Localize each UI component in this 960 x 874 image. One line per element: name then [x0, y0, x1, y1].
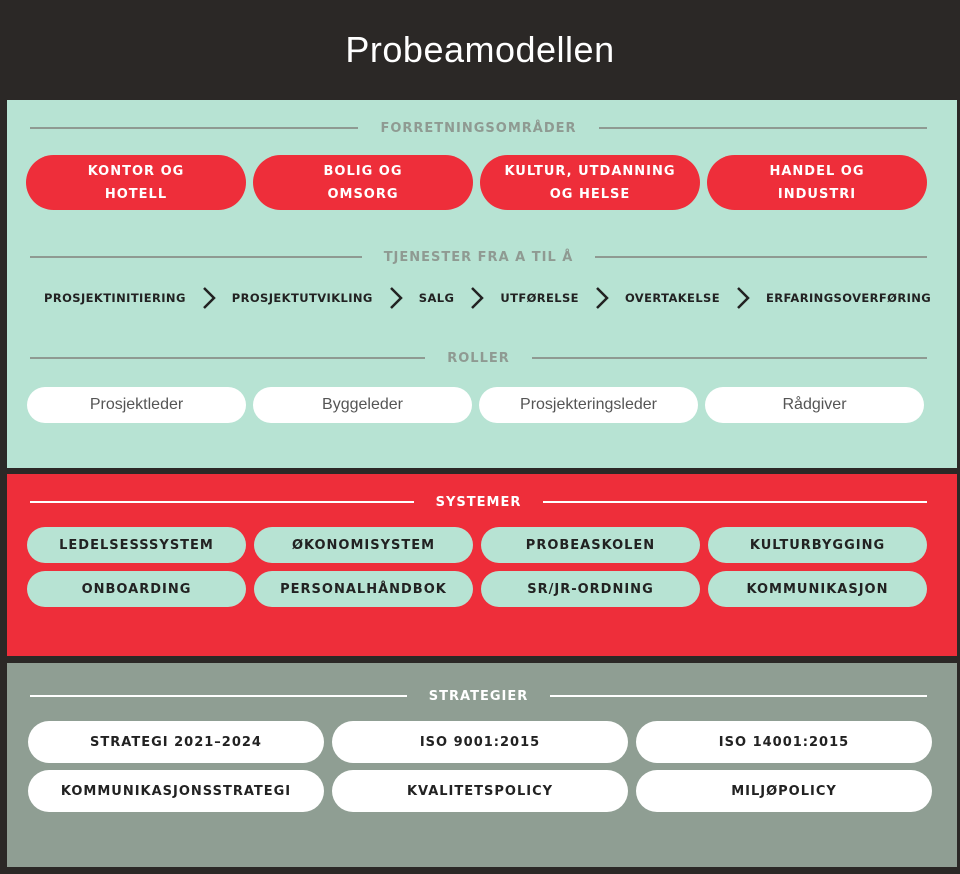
systems-row-1: LEDELSESSSYSTEM ØKONOMISYSTEM PROBEASKOL…	[27, 527, 927, 563]
business-area-pill: KONTOR OG HOTELL	[26, 155, 246, 210]
chevron-right-icon	[734, 286, 752, 310]
flow-step: UTFØRELSE	[500, 291, 579, 305]
divider-line	[30, 501, 414, 503]
role-pill: Prosjekteringsleder	[479, 387, 698, 423]
business-area-pill: HANDEL OG INDUSTRI	[707, 155, 927, 210]
divider-line	[531, 357, 927, 359]
section-heading: SYSTEMER	[435, 494, 522, 510]
strategies-row-2: KOMMUNIKASJONSSTRATEGI KVALITETSPOLICY M…	[28, 770, 932, 812]
tjenester-header: TJENESTER FRA A TIL Å	[30, 248, 928, 266]
strategies-row-1: STRATEGI 2021–2024 ISO 9001:2015 ISO 140…	[28, 721, 932, 763]
systemer-header: SYSTEMER	[30, 493, 927, 511]
strategy-pill: STRATEGI 2021–2024	[28, 721, 324, 763]
divider-line	[598, 127, 928, 129]
role-pill: Rådgiver	[705, 387, 924, 423]
system-pill: SR/JR-ORDNING	[481, 571, 700, 607]
divider-line	[30, 127, 359, 129]
strategy-pill: MILJØPOLICY	[636, 770, 932, 812]
flow-step: SALG	[418, 291, 455, 305]
business-areas-row: KONTOR OG HOTELL BOLIG OG OMSORG KULTUR,…	[26, 155, 927, 210]
system-pill: LEDELSESSSYSTEM	[27, 527, 246, 563]
strategy-pill: KVALITETSPOLICY	[332, 770, 628, 812]
systems-row-2: ONBOARDING PERSONALHÅNDBOK SR/JR-ORDNING…	[27, 571, 927, 607]
business-area-pill: KULTUR, UTDANNING OG HELSE	[480, 155, 700, 210]
service-flow: PROSJEKTINITIERING PROSJEKTUTVIKLING SAL…	[44, 283, 944, 313]
strategy-pill: KOMMUNIKASJONSSTRATEGI	[28, 770, 324, 812]
chevron-right-icon	[387, 286, 405, 310]
forretningsomrader-header: FORRETNINGSOMRÅDER	[30, 119, 928, 137]
strategy-pill: ISO 9001:2015	[332, 721, 628, 763]
strategies-panel: STRATEGIER STRATEGI 2021–2024 ISO 9001:2…	[7, 663, 957, 867]
role-pill: Byggeleder	[253, 387, 472, 423]
system-pill: PERSONALHÅNDBOK	[254, 571, 473, 607]
strategy-pill: ISO 14001:2015	[636, 721, 932, 763]
flow-step: OVERTAKELSE	[624, 291, 720, 305]
section-heading: STRATEGIER	[428, 688, 529, 704]
divider-line	[543, 501, 927, 503]
section-heading: TJENESTER FRA A TIL Å	[383, 249, 574, 265]
flow-step: PROSJEKTUTVIKLING	[231, 291, 373, 305]
chevron-right-icon	[468, 286, 486, 310]
roller-header: ROLLER	[30, 349, 927, 367]
section-heading: FORRETNINGSOMRÅDER	[380, 120, 577, 136]
divider-line	[30, 695, 407, 697]
section-heading: ROLLER	[447, 350, 510, 366]
divider-line	[30, 357, 426, 359]
chevron-right-icon	[200, 286, 218, 310]
systems-panel: SYSTEMER LEDELSESSSYSTEM ØKONOMISYSTEM P…	[7, 474, 957, 656]
chevron-right-icon	[593, 286, 611, 310]
business-area-pill: BOLIG OG OMSORG	[253, 155, 473, 210]
system-pill: ONBOARDING	[27, 571, 246, 607]
system-pill: KULTURBYGGING	[708, 527, 927, 563]
role-pill: Prosjektleder	[27, 387, 246, 423]
roles-row: Prosjektleder Byggeleder Prosjekteringsl…	[27, 387, 924, 423]
business-panel: FORRETNINGSOMRÅDER KONTOR OG HOTELL BOLI…	[7, 100, 957, 468]
strategier-header: STRATEGIER	[30, 687, 928, 705]
system-pill: PROBEASKOLEN	[481, 527, 700, 563]
system-pill: KOMMUNIKASJON	[708, 571, 927, 607]
flow-step: ERFARINGSOVERFØRING	[765, 291, 932, 305]
system-pill: ØKONOMISYSTEM	[254, 527, 473, 563]
page-title: Probeamodellen	[345, 29, 615, 70]
divider-line	[595, 256, 928, 258]
flow-step: PROSJEKTINITIERING	[44, 291, 186, 305]
divider-line	[550, 695, 928, 697]
divider-line	[30, 256, 362, 258]
